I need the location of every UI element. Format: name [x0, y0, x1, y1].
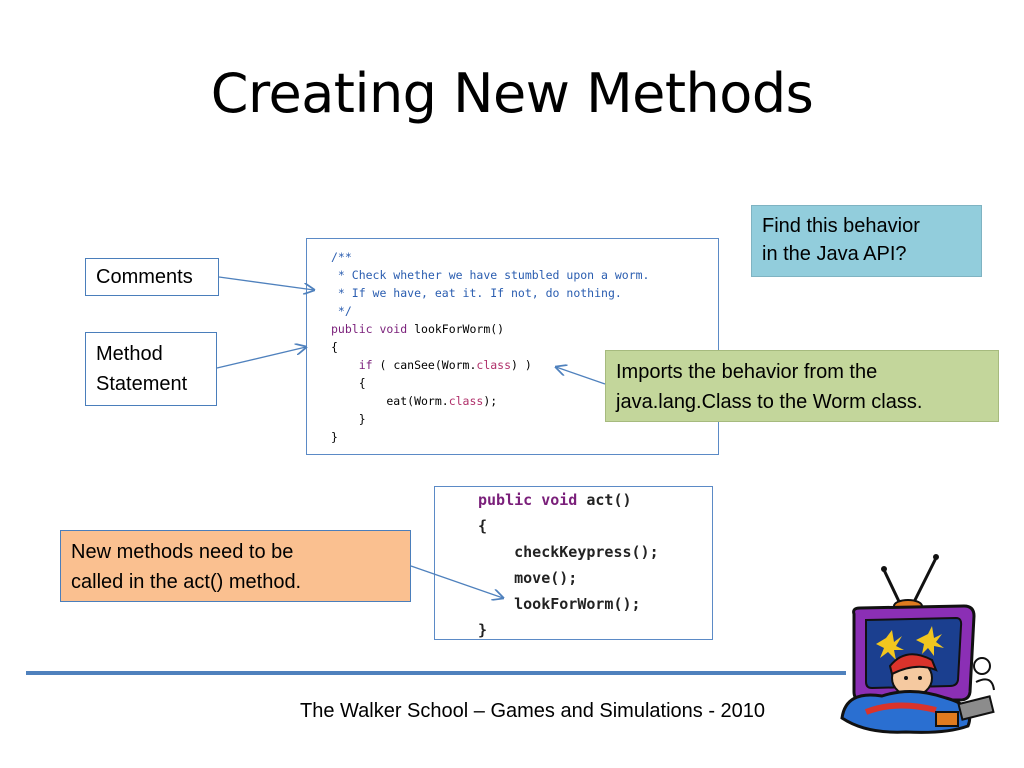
code-brace-close: } [331, 430, 338, 444]
new-methods-line2: called in the act() method. [71, 571, 302, 593]
code2-brace-open: { [478, 517, 488, 535]
comments-label-box: Comments [85, 258, 219, 296]
imports-line1: Imports the behavior from the [616, 361, 878, 383]
footer-rule [26, 671, 846, 675]
code2-lookforworm-call: lookForWorm(); [478, 595, 641, 613]
code2-checkkeypress-call: checkKeypress(); [478, 543, 659, 561]
comments-label: Comments [96, 266, 193, 288]
code2-brace-close: } [478, 621, 488, 639]
code-keyword-if: if [331, 358, 373, 372]
new-methods-line1: New methods need to be [71, 541, 294, 563]
code-keyword-public-void: public void [331, 322, 408, 336]
code-lookforworm: /** * Check whether we have stumbled upo… [331, 248, 718, 446]
code-comment-open: /** [331, 250, 352, 264]
slide-footer: The Walker School – Games and Simulation… [300, 700, 766, 722]
code-class-literal-1: class [476, 358, 512, 372]
tv-character-clipart [840, 554, 995, 734]
code-method-signature: lookForWorm() [407, 322, 505, 336]
code-eat-call-b: ); [483, 394, 498, 408]
imports-note-box: Imports the behavior from the java.lang.… [605, 350, 999, 422]
new-methods-note-box: New methods need to be called in the act… [60, 530, 411, 602]
method-label-line2: Statement [96, 373, 188, 395]
arrow-method-statement [216, 347, 306, 369]
imports-line2: java.lang.Class to the Worm class. [616, 391, 923, 413]
java-api-line1: Find this behavior [762, 215, 920, 237]
method-statement-label-box: Method Statement [85, 332, 217, 406]
code-class-literal-2: class [448, 394, 484, 408]
code2-method-signature: act() [577, 491, 632, 509]
code2-keyword-public-void: public void [478, 491, 578, 509]
java-api-question-box: Find this behavior in the Java API? [751, 205, 982, 277]
code-act: public void act() { checkKeypress(); mov… [478, 487, 712, 643]
arrow-comments [218, 276, 314, 290]
code-brace-open: { [331, 340, 338, 354]
slide-title: Creating New Methods [210, 62, 814, 125]
code-inner-brace-close: } [331, 412, 366, 426]
code-inner-brace-open: { [331, 376, 366, 390]
code2-move-call: move(); [478, 569, 578, 587]
arrow-new-methods [410, 565, 503, 598]
code-if-condition-b: ) ) [511, 358, 532, 372]
code-snippet-act: public void act() { checkKeypress(); mov… [434, 486, 713, 640]
arrow-imports [556, 367, 606, 385]
java-api-line2: in the Java API? [762, 243, 907, 265]
code-comment-line1: * Check whether we have stumbled upon a … [331, 268, 650, 282]
code-comment-close: */ [331, 304, 352, 318]
method-label-line1: Method [96, 343, 163, 365]
code-comment-line2: * If we have, eat it. If not, do nothing… [331, 286, 622, 300]
code-if-condition-a: ( canSee(Worm. [372, 358, 477, 372]
code-eat-call-a: eat(Worm. [331, 394, 449, 408]
